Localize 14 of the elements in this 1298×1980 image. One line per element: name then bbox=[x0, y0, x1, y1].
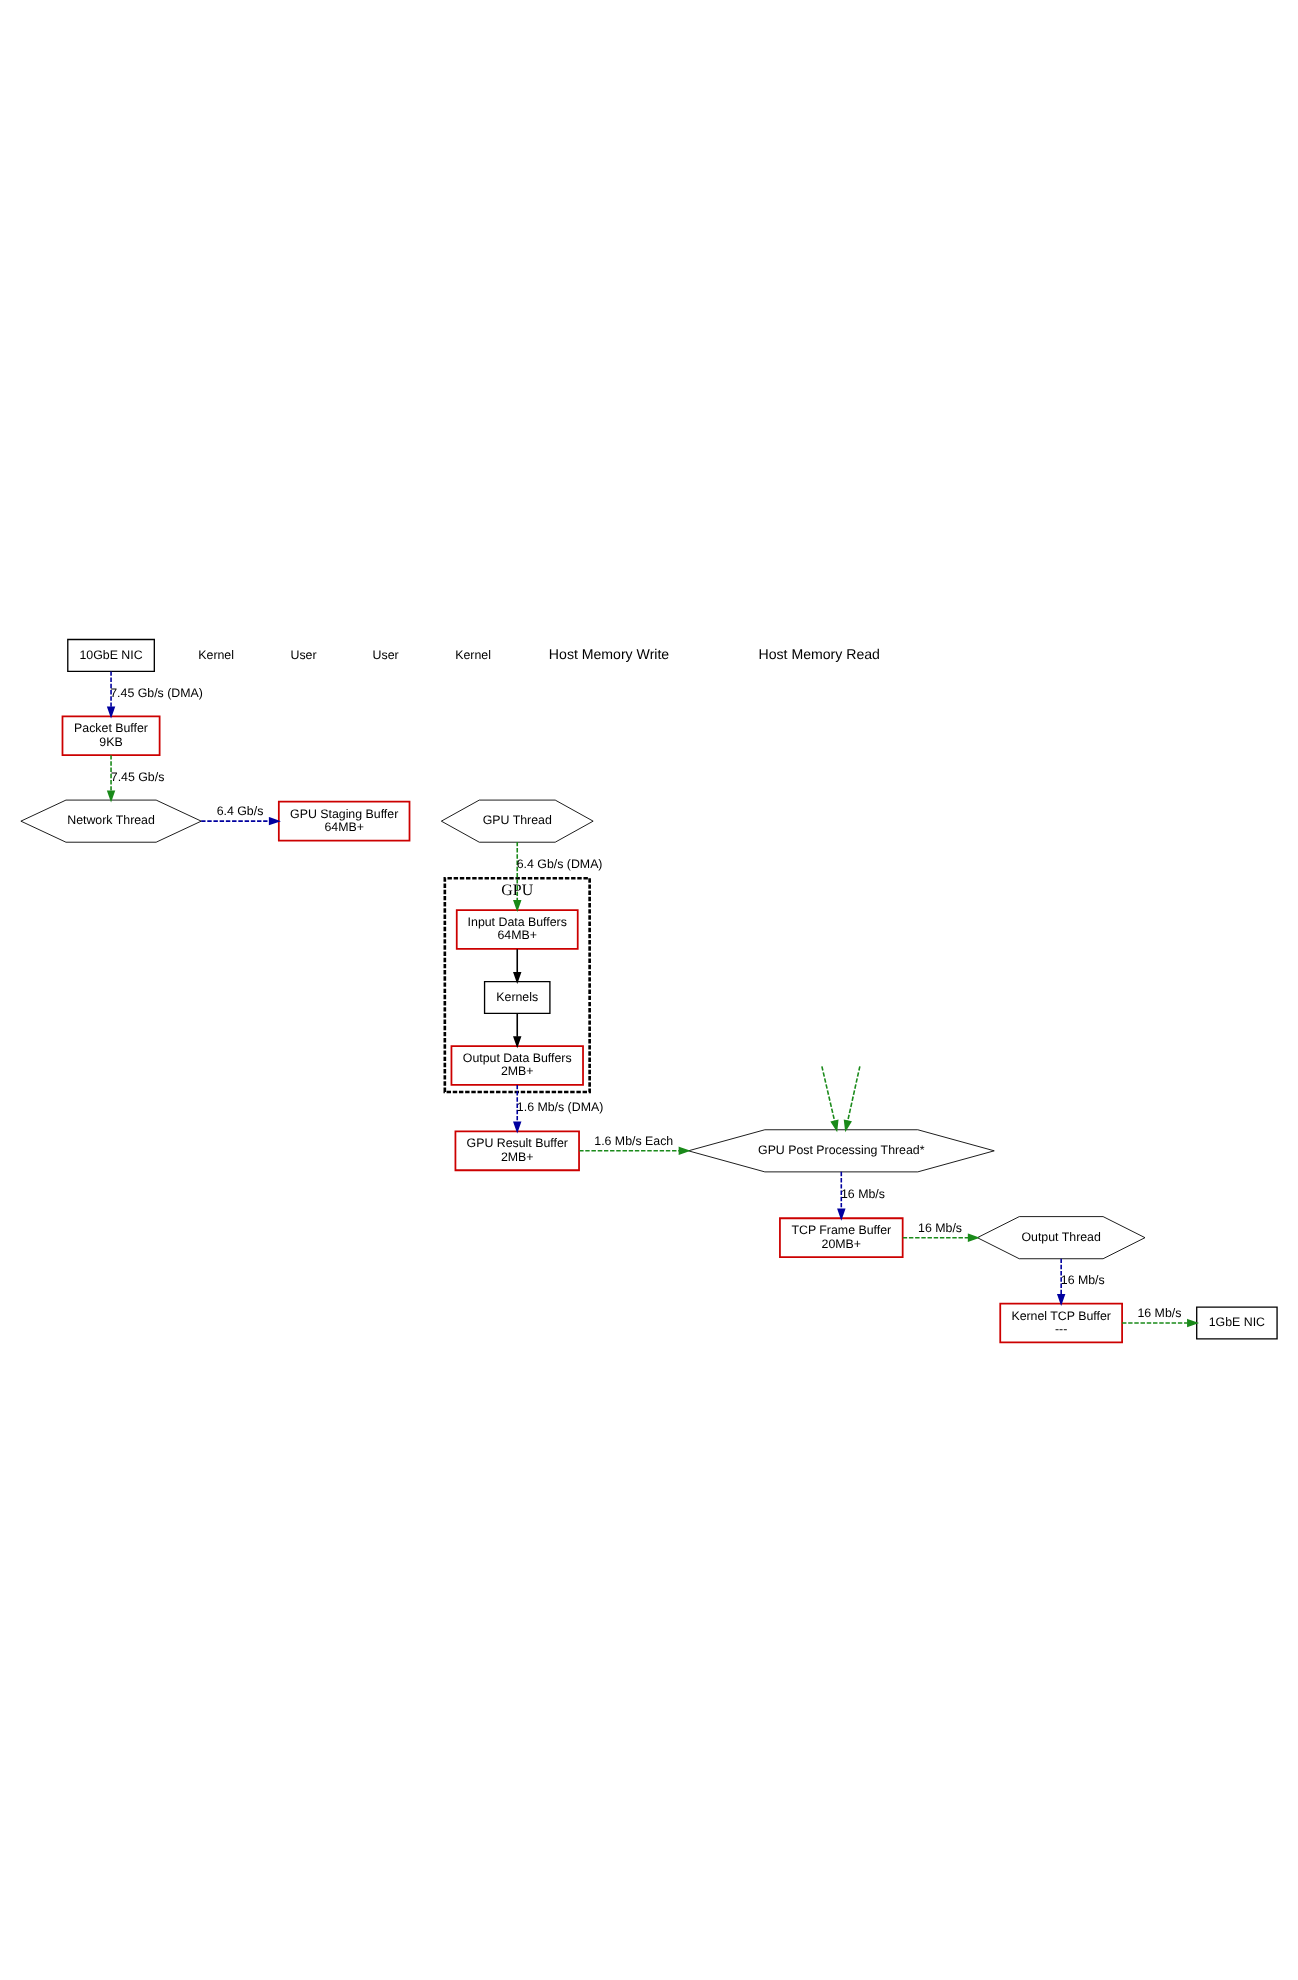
arrow bbox=[843, 1064, 861, 1132]
arrow bbox=[106, 669, 116, 718]
arrow bbox=[106, 753, 116, 802]
arrow bbox=[837, 1170, 846, 1220]
arrow bbox=[513, 947, 522, 983]
arrow bbox=[1056, 1257, 1066, 1305]
arrow bbox=[1121, 1317, 1200, 1327]
arrow bbox=[902, 1232, 980, 1241]
arrow bbox=[821, 1064, 839, 1132]
arrow bbox=[200, 815, 281, 825]
arrow bbox=[578, 1145, 691, 1155]
arrow bbox=[513, 1083, 522, 1133]
arrow bbox=[513, 840, 522, 912]
arrow bbox=[513, 1011, 522, 1048]
